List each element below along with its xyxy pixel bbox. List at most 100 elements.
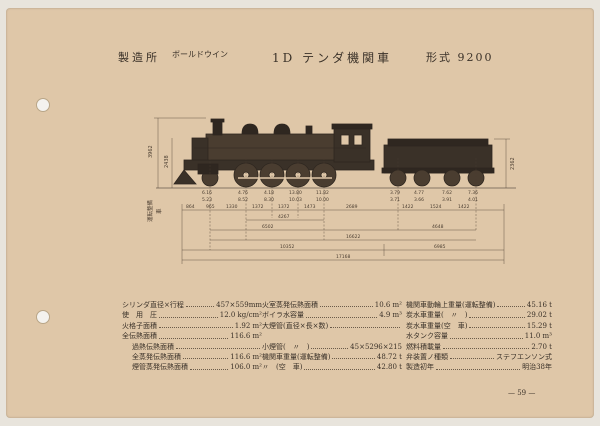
leader-dots: [450, 352, 494, 360]
height-tender-label: 2362: [510, 157, 516, 170]
leader-dots: [332, 352, 375, 360]
load-label: 10.00: [316, 197, 329, 203]
spec-value: 116.6 m²: [230, 352, 262, 361]
spec-label: 炭水車重量( 〃 ): [406, 311, 468, 320]
side-unit: 車: [155, 208, 163, 214]
spec-label: 製造初年: [406, 363, 434, 372]
spec-label: 火格子面積: [122, 321, 157, 330]
load-label: 7.36: [468, 190, 478, 196]
spec-label: 炭水車重量(空 車): [406, 321, 468, 330]
wheel-centerlines: [209, 158, 477, 250]
spec-row: 小煙管( 〃 ) 45×5296×215: [262, 342, 402, 352]
spec-label: 水タンク容量: [406, 332, 448, 341]
page-number: — 59 —: [508, 389, 536, 397]
spec-label: 煙管蒸発伝熱面積: [132, 363, 188, 372]
load-label: 7.62: [442, 190, 452, 196]
spec-value: 12.0 kg/cm²: [219, 311, 262, 320]
base-label: 1372: [252, 204, 264, 210]
model-number: 形式 9200: [426, 51, 494, 64]
load-label: 8.30: [264, 197, 274, 203]
load-label: 4.76: [238, 190, 248, 196]
leader-dots: [469, 310, 525, 318]
wheelbase-total-label: 16622: [346, 234, 360, 240]
spec-value: 明治38年: [522, 363, 552, 372]
spec-label: 大煙管(直径×長×数): [262, 321, 329, 330]
spec-label: 小煙管( 〃 ): [262, 342, 310, 351]
spec-value: 1.92 m²: [234, 321, 262, 330]
spec-label: ボイラ水容量: [262, 311, 304, 320]
spec-row: 水タンク容量 11.0 m³: [406, 331, 552, 341]
leader-dots: [436, 362, 521, 370]
spec-value: 48.72 t: [376, 352, 402, 361]
leader-dots: [320, 300, 373, 308]
spec-row: 過熱伝熱面積: [122, 342, 262, 352]
spec-label: 使 用 圧: [122, 311, 157, 320]
base-label: 1422: [402, 204, 414, 210]
spec-label: 燃料積載量: [406, 342, 441, 351]
spec-value: 10.6 m²: [374, 301, 402, 309]
height-boiler-label: 2438: [164, 155, 170, 168]
base-label: 965: [206, 204, 215, 210]
leader-dots: [159, 321, 233, 329]
height-cab-label: 3962: [148, 145, 154, 158]
spec-row: 機関車重量(運転整備)48.72 t: [262, 352, 402, 362]
page-title: 製造所 ボールドウイン 1D テンダ機関車 形式 9200: [6, 49, 594, 71]
spec-row: 全蒸発伝熱面積 116.6 m²: [122, 352, 262, 362]
load-label: 4.77: [414, 190, 424, 196]
height-dimensions: [154, 117, 510, 188]
spec-row: 使 用 圧 12.0 kg/cm²: [122, 310, 262, 320]
base-label: 1473: [304, 204, 316, 210]
load-label: 10.03: [289, 197, 302, 203]
spec-row: 弁装置ノ種類 ステフエンソン式: [406, 352, 552, 362]
base-label: 2689: [346, 204, 358, 210]
spec-value: 42.80 t: [376, 363, 402, 372]
locomotive-diagram: 3962 2438 2362 運転整備 車 6.16 5.23 4.76 8.5…: [146, 117, 516, 264]
base-label: 1422: [458, 204, 470, 210]
leader-dots: [159, 331, 229, 339]
spec-value: 45.16 t: [526, 301, 552, 309]
load-label: 3.79: [390, 190, 400, 196]
spec-value: ステフエンソン式: [496, 352, 552, 361]
leader-dots: [304, 362, 375, 370]
leader-dots: [497, 300, 525, 308]
wheelbase-driving-label: 4267: [278, 214, 290, 220]
spec-label: 機関車動輪上重量(運転整備): [406, 301, 496, 309]
spec-value: 106.0 m²: [230, 363, 262, 372]
spec-label: 全伝熱面積: [122, 332, 157, 341]
load-label: 5.23: [202, 197, 212, 203]
spec-value: 457×559mm: [216, 301, 262, 309]
maker-label: 製造所: [118, 51, 160, 64]
spec-sheet: 製造所 ボールドウイン 1D テンダ機関車 形式 9200: [6, 8, 594, 418]
load-label: 4.01: [468, 197, 478, 203]
spec-value: 15.29 t: [526, 321, 552, 330]
spec-row: 炭水車重量( 〃 ) 29.02 t: [406, 310, 552, 320]
punch-hole-bottom: [36, 310, 50, 324]
load-label: 3.71: [390, 197, 400, 203]
spec-row: 〃 (空 車) 42.80 t: [262, 362, 402, 372]
builder-name: ボールドウイン: [172, 50, 228, 59]
leader-dots: [190, 362, 229, 370]
leader-dots: [469, 321, 525, 329]
spec-label: 〃 (空 車): [262, 363, 303, 372]
leader-dots: [330, 321, 400, 329]
leader-dots: [159, 310, 218, 318]
spec-row: 火室蒸発伝熱面積 10.6 m²: [262, 300, 402, 310]
punch-hole-top: [36, 98, 50, 112]
load-label: 6.16: [202, 190, 212, 196]
spec-value: 29.02 t: [526, 311, 552, 320]
load-label: 11.82: [316, 190, 329, 196]
spec-value: 45×5296×215: [350, 342, 402, 351]
base-label: 1372: [278, 204, 290, 210]
wheelbase-labels: 864 965 1330 1372 1372 1473 2689 1422 15…: [186, 204, 470, 260]
spec-label: 全蒸発伝熱面積: [132, 352, 181, 361]
spec-value: 11.0 m³: [524, 332, 552, 341]
leader-dots: [185, 300, 215, 308]
leader-dots: [306, 310, 378, 318]
spec-label: 弁装置ノ種類: [406, 352, 448, 361]
spec-label: 火室蒸発伝熱面積: [262, 301, 318, 309]
